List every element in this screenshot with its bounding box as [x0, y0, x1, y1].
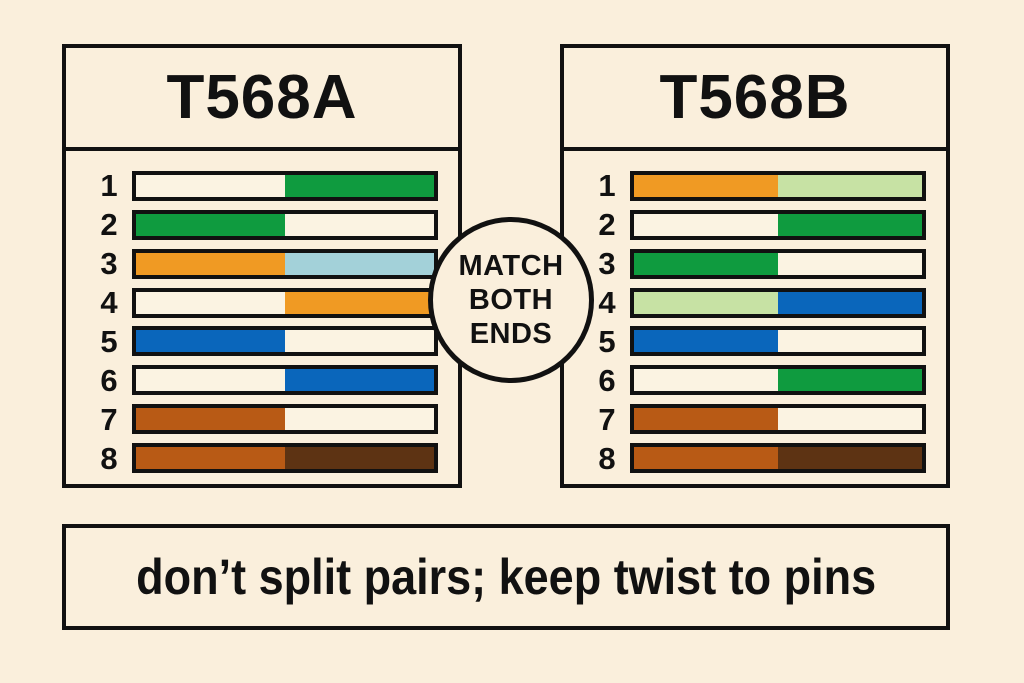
badge-line-1: MATCH — [458, 249, 564, 282]
panel-title-t568a: T568A — [166, 62, 358, 132]
wire-swatch — [630, 443, 926, 474]
pin-number: 2 — [100, 207, 118, 243]
panel-header-t568a: T568A — [66, 48, 458, 151]
pin-row: 4 — [86, 284, 438, 322]
wire-half-left — [634, 330, 778, 353]
pin-number: 2 — [598, 207, 616, 243]
pin-row: 1 — [584, 167, 926, 205]
wire-half-right — [285, 330, 434, 353]
wire-half-right — [285, 291, 434, 314]
wire-half-left — [136, 174, 285, 197]
wire-half-right — [285, 213, 434, 236]
pin-row: 6 — [86, 361, 438, 399]
wire-half-right — [285, 174, 434, 197]
wire-half-left — [634, 369, 778, 392]
wire-half-left — [634, 213, 778, 236]
wire-half-right — [778, 291, 922, 314]
wire-swatch — [630, 365, 926, 396]
wire-half-left — [634, 447, 778, 470]
panel-title-t568b: T568B — [659, 62, 851, 132]
pin-row: 2 — [86, 206, 438, 244]
pin-row: 3 — [86, 245, 438, 283]
wire-swatch — [132, 209, 438, 240]
caption-text: don’t split pairs; keep twist to pins — [135, 549, 877, 605]
wire-half-right — [778, 213, 922, 236]
pin-number: 3 — [100, 246, 118, 282]
wire-half-right — [778, 447, 922, 470]
pin-number: 5 — [100, 323, 118, 359]
match-both-ends-badge: MATCH BOTH ENDS — [428, 217, 594, 383]
wire-swatch — [630, 287, 926, 318]
pin-number: 8 — [598, 440, 616, 476]
pin-number: 1 — [100, 168, 118, 204]
wire-half-left — [634, 291, 778, 314]
wire-half-right — [778, 369, 922, 392]
wire-swatch — [132, 404, 438, 435]
wire-swatch — [630, 248, 926, 279]
wire-half-right — [285, 408, 434, 431]
wire-half-right — [778, 408, 922, 431]
pin-row: 2 — [584, 206, 926, 244]
pin-row: 5 — [584, 323, 926, 361]
wire-half-right — [285, 252, 434, 275]
wire-swatch — [630, 404, 926, 435]
wire-half-right — [778, 330, 922, 353]
pin-row: 4 — [584, 284, 926, 322]
wire-swatch — [132, 170, 438, 201]
pin-number: 6 — [100, 362, 118, 398]
wire-swatch — [132, 365, 438, 396]
wire-swatch — [132, 326, 438, 357]
pin-row: 1 — [86, 167, 438, 205]
pin-number: 4 — [598, 285, 616, 321]
wire-half-left — [136, 408, 285, 431]
wire-swatch — [132, 443, 438, 474]
pin-number: 3 — [598, 246, 616, 282]
wire-half-left — [136, 369, 285, 392]
wire-half-left — [136, 213, 285, 236]
wire-half-left — [634, 408, 778, 431]
wire-half-right — [778, 174, 922, 197]
pin-row: 8 — [584, 439, 926, 477]
wire-swatch — [630, 326, 926, 357]
wire-swatch — [630, 170, 926, 201]
wire-swatch — [630, 209, 926, 240]
pin-row: 7 — [584, 400, 926, 438]
wire-half-left — [136, 447, 285, 470]
badge-line-2: BOTH — [468, 283, 554, 316]
pin-number: 1 — [598, 168, 616, 204]
pin-number: 8 — [100, 440, 118, 476]
pin-number: 7 — [100, 401, 118, 437]
pin-number: 4 — [100, 285, 118, 321]
pin-row: 6 — [584, 361, 926, 399]
wire-swatch — [132, 287, 438, 318]
caption-box: don’t split pairs; keep twist to pins — [62, 524, 950, 630]
pin-row: 7 — [86, 400, 438, 438]
pin-number: 5 — [598, 323, 616, 359]
pin-number: 6 — [598, 362, 616, 398]
wire-half-left — [136, 291, 285, 314]
wire-half-left — [634, 174, 778, 197]
pin-number: 7 — [598, 401, 616, 437]
wire-half-right — [778, 252, 922, 275]
wire-half-left — [136, 252, 285, 275]
panel-header-t568b: T568B — [564, 48, 946, 151]
pin-row: 3 — [584, 245, 926, 283]
badge-line-3: ENDS — [469, 318, 553, 351]
pin-row: 5 — [86, 323, 438, 361]
pin-row: 8 — [86, 439, 438, 477]
wire-half-right — [285, 447, 434, 470]
wire-half-right — [285, 369, 434, 392]
wire-swatch — [132, 248, 438, 279]
wire-half-left — [136, 330, 285, 353]
wire-half-left — [634, 252, 778, 275]
